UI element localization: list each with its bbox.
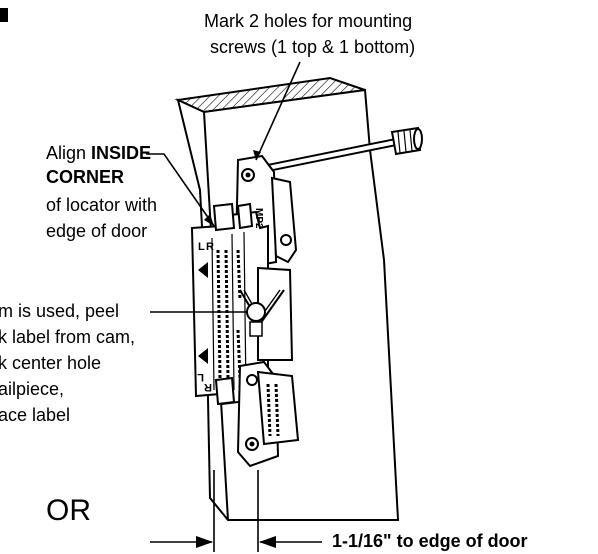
leader-mark-holes	[255, 61, 301, 161]
mounting-hole-top-inner	[245, 172, 251, 178]
tailpiece-bracket-lower	[256, 370, 300, 446]
align-word: Align	[46, 143, 87, 163]
locator-mark-mp2: MP2	[253, 208, 264, 229]
locator-mark-l-top: L	[198, 241, 205, 253]
cam-note-line-4: ailpiece,	[0, 379, 65, 399]
arrow-marker-2	[198, 348, 208, 364]
arrow-marker-1	[198, 262, 208, 278]
dim-arrow-left-head	[196, 536, 213, 548]
corner-mark	[0, 8, 8, 22]
locator-mark-r-top: R	[206, 241, 214, 253]
or-text: OR	[46, 494, 91, 527]
align-line-4: edge of door	[46, 221, 148, 241]
cam-note-line-5: ace label	[0, 405, 71, 425]
leader-align-corner	[146, 153, 215, 227]
align-line-3: of locator with	[46, 195, 158, 215]
mark-holes-line-2: screws (1 top & 1 bottom)	[210, 37, 416, 57]
locator-mark-l-bottom: L	[197, 371, 204, 383]
cam-note-line-1: m is used, peel	[0, 301, 120, 321]
drill-bit	[254, 126, 423, 174]
mark-holes-line-1: Mark 2 holes for mounting	[204, 11, 413, 31]
cam	[239, 266, 294, 361]
cam-center-hole	[246, 302, 266, 322]
cam-note-line-2: k label from cam,	[0, 327, 136, 347]
align-inside-word: INSIDE	[91, 143, 152, 163]
measure-label: 1-1/16" to edge of door	[332, 531, 528, 551]
align-corner-word: CORNER	[46, 167, 125, 187]
locator-mark-r-bottom: R	[204, 381, 212, 393]
dim-arrow-right-head	[259, 536, 276, 548]
align-line-1: Align INSIDE	[46, 142, 151, 164]
cam-note-line-3: k center hole	[0, 353, 102, 373]
